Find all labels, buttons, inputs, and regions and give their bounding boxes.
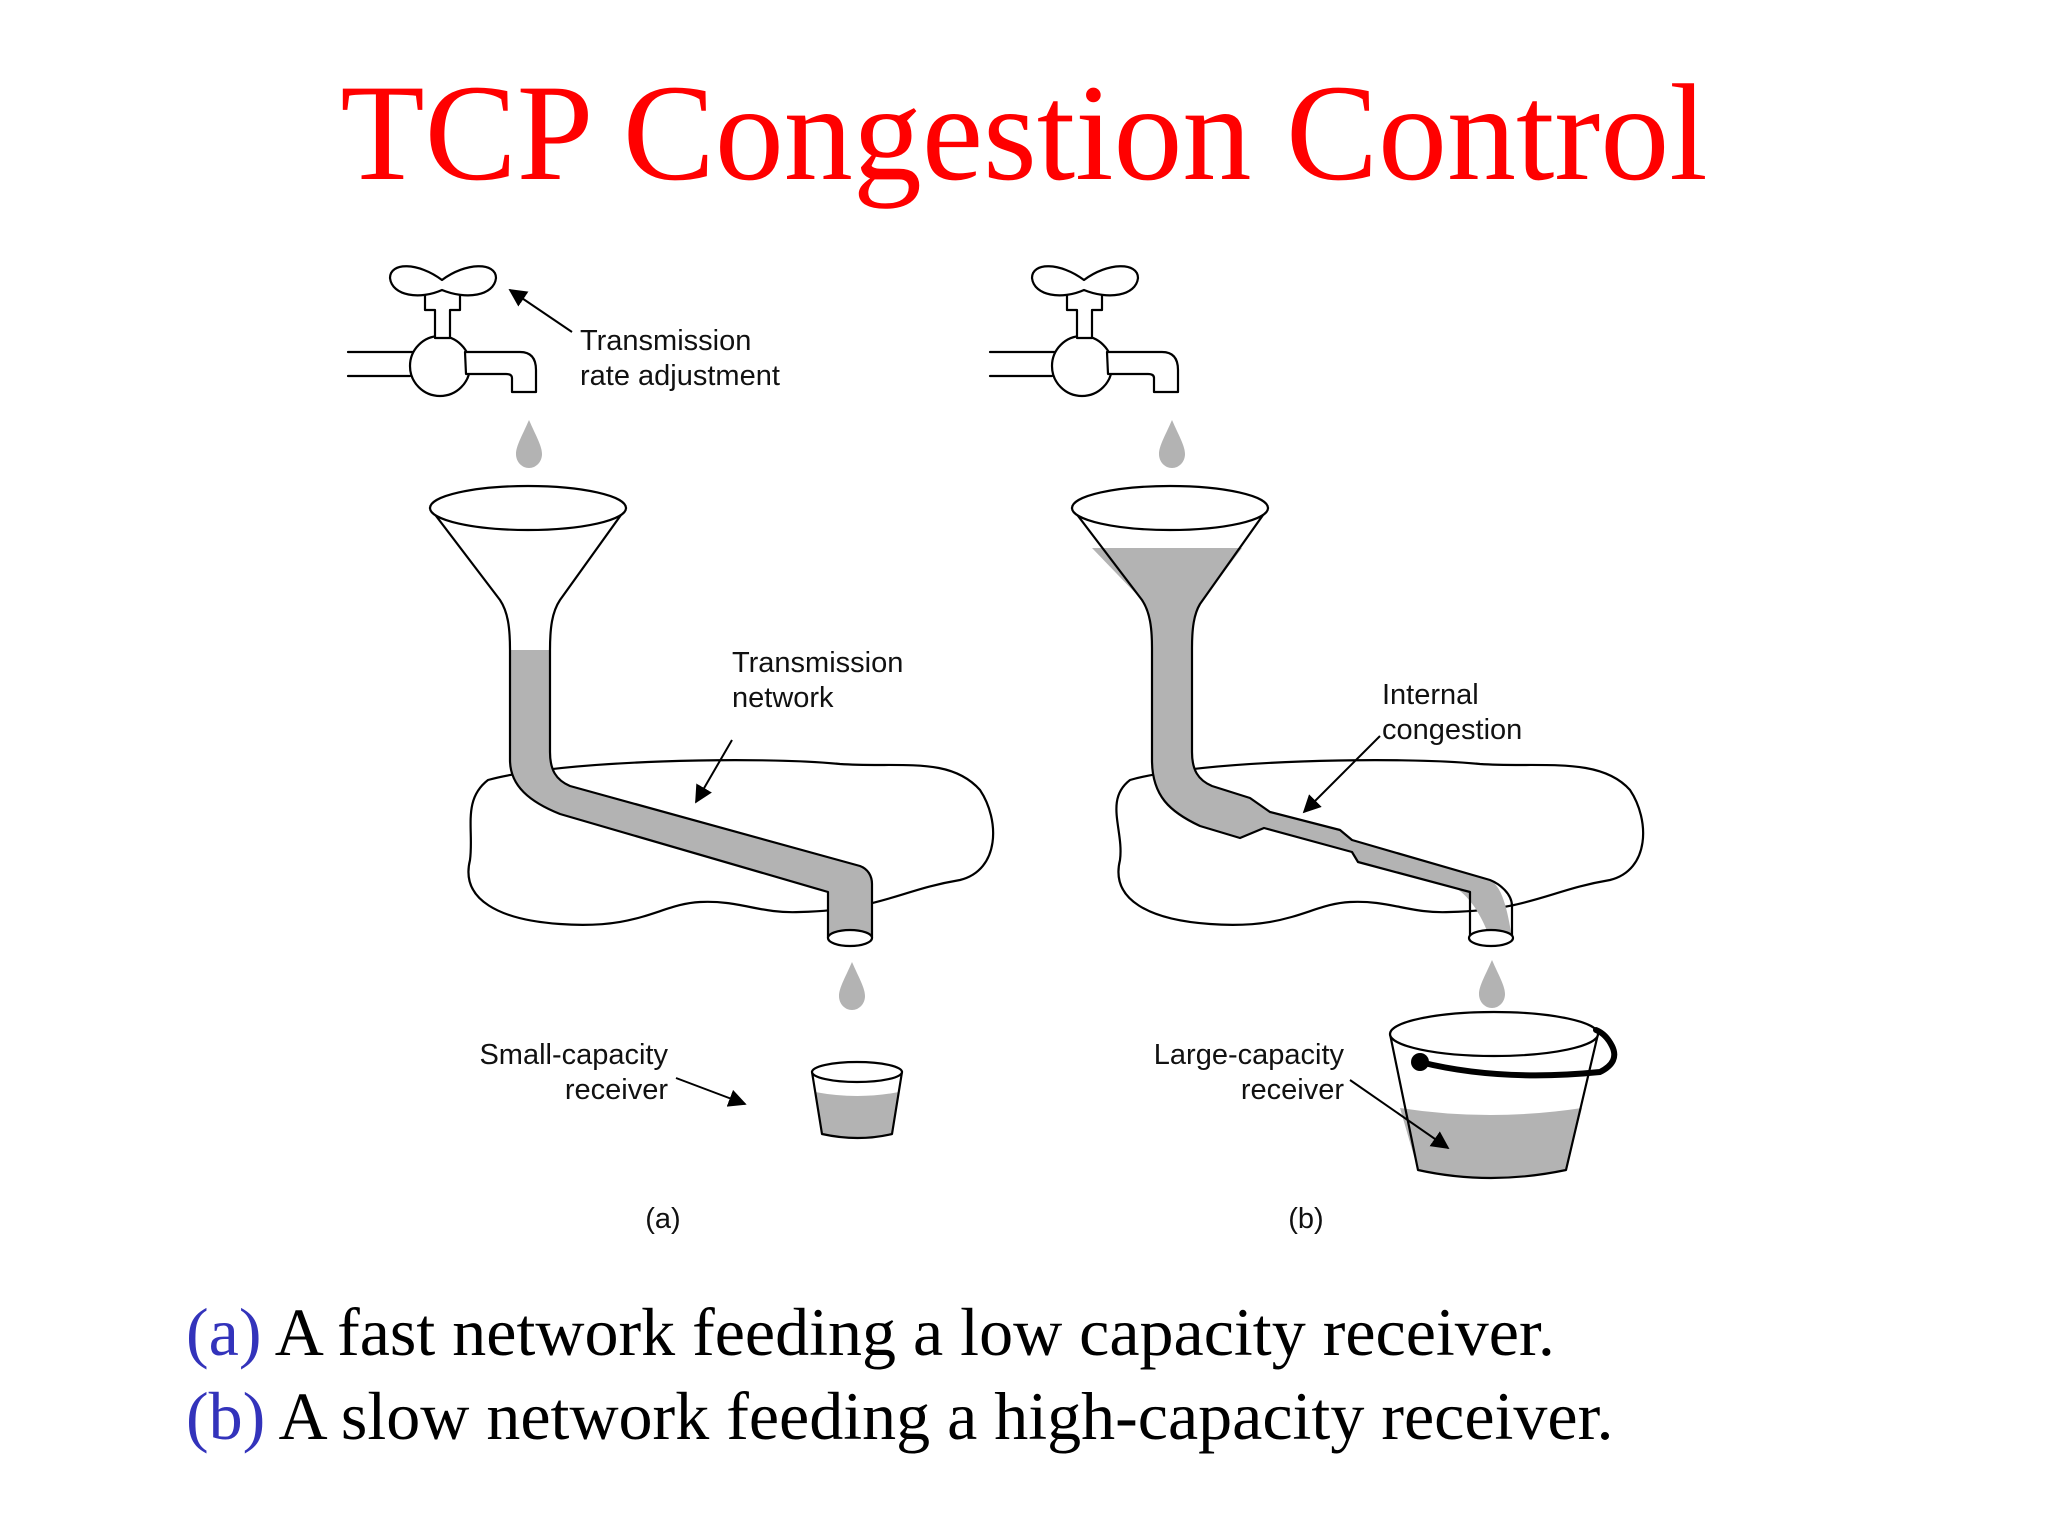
panel-label-b: (b): [1288, 1203, 1323, 1235]
funnel-pipe-b: [1070, 484, 1515, 948]
bucket-icon: [1388, 1010, 1618, 1180]
small-receiver-label-line1: Small-capacity: [479, 1039, 668, 1071]
slide-title: TCP Congestion Control: [340, 56, 1708, 209]
faucet-label-line1: Transmission: [580, 325, 751, 357]
caption-b-text: A slow network feeding a high-capacity r…: [278, 1378, 1614, 1454]
water-drop-icon: [839, 962, 865, 1010]
caption-a-text: A fast network feeding a low capacity re…: [274, 1294, 1555, 1370]
bucket-label-arrow: [1349, 1079, 1450, 1150]
faucet-icon: [346, 265, 538, 398]
caption-a-tag: (a): [186, 1294, 262, 1370]
panel-a: Transmission rate adjustment Transmissio…: [346, 265, 995, 1235]
large-receiver-label-line2: receiver: [1241, 1074, 1344, 1106]
faucet-label-line2: rate adjustment: [580, 360, 780, 392]
faucet-label-arrow: [508, 288, 573, 333]
small-receiver-label-line2: receiver: [565, 1074, 668, 1106]
congestion-label-line1: Internal: [1382, 679, 1479, 711]
caption-b: (b) A slow network feeding a high-capaci…: [186, 1374, 1986, 1458]
receiver-label-arrow: [675, 1077, 747, 1107]
faucet-icon: [988, 265, 1180, 398]
water-drop-icon: [1159, 420, 1185, 468]
network-label-line2: network: [732, 682, 834, 714]
large-receiver-label-line1: Large-capacity: [1154, 1039, 1345, 1071]
small-cup-icon: [810, 1060, 904, 1140]
network-label-line1: Transmission: [732, 647, 903, 679]
funnel-pipe-a: [428, 484, 874, 948]
caption-a: (a) A fast network feeding a low capacit…: [186, 1290, 1986, 1374]
water-drop-icon: [516, 420, 542, 468]
water-drop-icon: [1479, 960, 1505, 1008]
congestion-label-arrow: [1302, 735, 1381, 814]
network-label-arrow: [695, 739, 733, 804]
panel-b: Internal congestion Large-capacity recei…: [988, 265, 1645, 1235]
caption-b-tag: (b): [186, 1378, 266, 1454]
panel-label-a: (a): [645, 1203, 680, 1235]
captions: (a) A fast network feeding a low capacit…: [186, 1290, 1986, 1458]
congestion-label-line2: congestion: [1382, 714, 1522, 746]
